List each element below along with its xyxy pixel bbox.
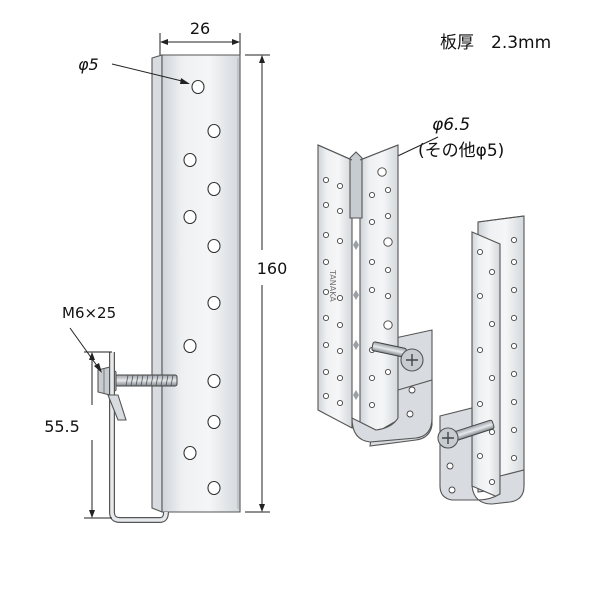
plate-thickness-label: 板厚 2.3mm bbox=[440, 33, 551, 53]
hole-large-label: φ6.5 bbox=[432, 115, 470, 135]
small-u-bracket bbox=[437, 215, 525, 505]
hole-other-label: (その他φ5) bbox=[418, 141, 504, 161]
large-u-bracket: φ6.5 (その他φ5) bbox=[317, 115, 504, 447]
u-bracket-center-marks bbox=[353, 240, 359, 400]
hook-dimension: 55.5 bbox=[44, 417, 80, 436]
plate-holes bbox=[183, 79, 221, 496]
hook-bolt bbox=[97, 352, 178, 523]
small-bracket-holes bbox=[444, 236, 518, 494]
u-bracket-left-holes bbox=[322, 176, 344, 407]
hole-small-label: φ5 bbox=[78, 55, 99, 74]
height-dimension: 160 bbox=[257, 259, 288, 278]
flat-bracket: 26 160 φ5 bbox=[44, 19, 288, 523]
bolt-spec-label: M6×25 bbox=[62, 304, 116, 322]
width-dimension: 26 bbox=[190, 19, 210, 38]
maker-stamp: TANAKA bbox=[328, 269, 337, 302]
